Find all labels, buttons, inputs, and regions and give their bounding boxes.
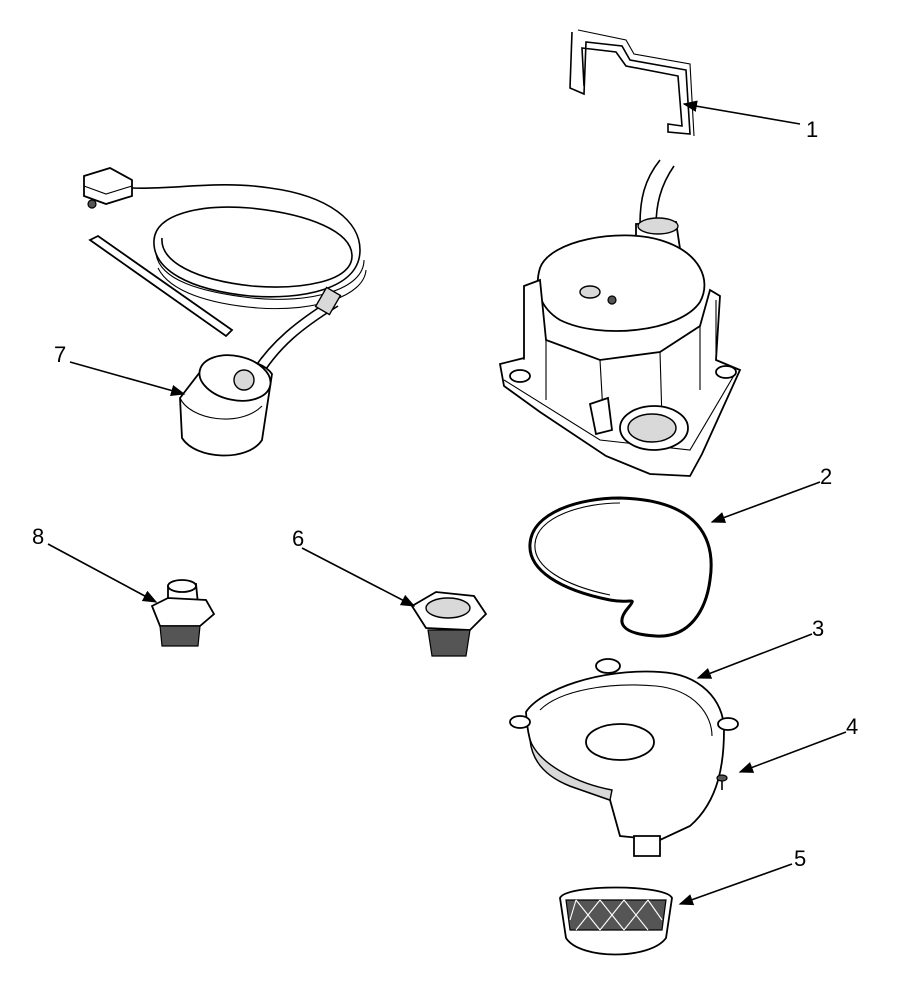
- part-check-valve: [410, 591, 488, 657]
- part-intake-screen: [559, 886, 673, 956]
- part-volute-base: [509, 658, 739, 857]
- callout-8: 8: [32, 524, 44, 549]
- callout-5: 5: [794, 846, 806, 871]
- callout-3: 3: [812, 616, 824, 641]
- callout-1: 1: [806, 117, 818, 142]
- callout-6: 6: [292, 526, 304, 551]
- part-gasket: [528, 496, 713, 638]
- part-handle: [569, 29, 695, 137]
- callout-7: 7: [54, 342, 66, 367]
- part-motor-housing: [498, 159, 742, 477]
- callout-4: 4: [846, 714, 858, 739]
- part-plug-fitting: [150, 579, 216, 647]
- leader-lines: [47, 100, 847, 906]
- callout-2: 2: [820, 464, 832, 489]
- part-float-switch-cord: [83, 167, 367, 457]
- part-screw: [716, 774, 728, 790]
